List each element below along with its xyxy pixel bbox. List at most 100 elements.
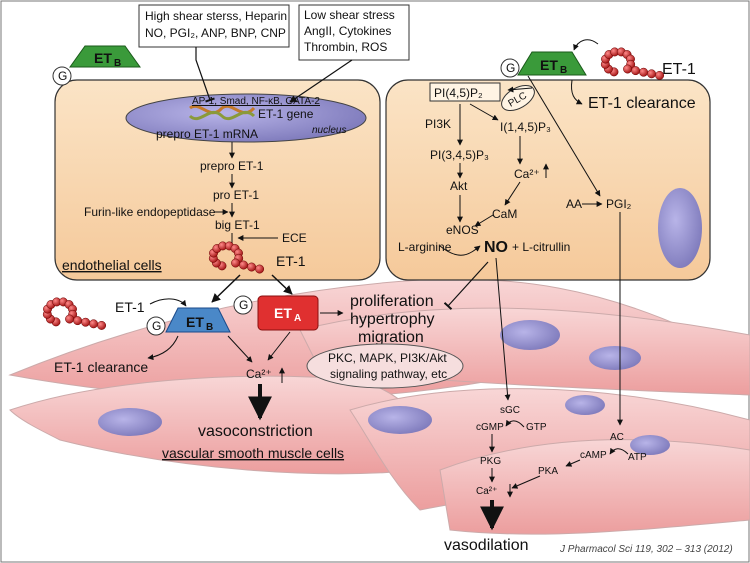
g-protein-label: G [152,319,161,333]
hypertrophy-label: hypertrophy [350,311,435,328]
pip3-label: PI(3,4,5)P₃ [430,148,489,162]
endothelial-cell-left: AP-1, Smad, NF-κB, GATA-2 ET-1 gene nucl… [54,79,381,281]
vasoconstriction-label: vasoconstriction [198,423,313,440]
high-shear-box: High shear sterss, Heparin NO, PGI₂, ANP… [138,4,290,48]
vasodilation-label: vasodilation [444,537,529,554]
pro-label: pro ET-1 [213,188,259,202]
pgi-label: PGI₂ [606,197,632,211]
pkg-label: PKG [480,456,501,467]
muscle-nucleus [98,408,162,436]
high-shear-line-2: NO, PGI₂, ANP, BNP, CNP [145,26,286,40]
et1-peptide-chains [42,47,665,330]
et1-bead [73,316,83,326]
ip3-label: I(1,4,5)P₃ [500,120,551,134]
g-protein-label: G [239,298,248,312]
g-protein-label: G [506,61,515,75]
et1-bead [231,258,241,268]
etb-sub: B [206,322,213,333]
et1-bead [647,69,657,79]
smooth-muscle-cells [8,278,750,535]
etb-label: ET [94,50,112,66]
etb-receptor-right-top: ET B G ET-1 [500,39,696,78]
etb-receptor-muscle: ET B G [146,307,231,336]
low-shear-line-3: Thrombin, ROS [304,40,387,54]
et1-bead [97,320,107,330]
eta-sub: A [294,313,301,324]
et1-bead [89,319,99,329]
right-clearance-label: ET-1 clearance [588,95,696,112]
pip2-box [429,82,501,102]
endothelial-cell-right: PI(4,5)P₂ PLC PI3K PI(3,4,5)P₃ I(1,4,5)P… [385,75,711,281]
cgmp-label: cGMP [476,422,504,433]
endothelial-nucleus [125,93,367,143]
pathway-oval [306,343,464,389]
eta-receptor-muscle: ET A G [233,295,319,331]
big-et1-label: big ET-1 [215,218,260,232]
cam-label: CaM [492,207,517,221]
etb-label: ET [540,57,558,73]
endothelial-nucleus [658,188,702,268]
muscle-ca2-label: Ca²⁺ [476,486,497,497]
dna-icon [188,104,256,121]
sgc-label: sGC [500,405,520,416]
etb-receptor-left-top: ET B G [52,45,141,86]
eta-label: ET [274,305,292,321]
muscle-nucleus [630,435,670,455]
aa-label: AA [566,197,582,211]
muscle-ca-label: Ca²⁺ [246,367,272,381]
nucleus-label: nucleus [312,125,346,136]
pathway-line-2: signaling pathway, etc [330,367,447,381]
no-label: NO [484,239,508,256]
top-et1-label: ET-1 [662,61,696,78]
lcitrulline-label: + L-citrullin [512,240,570,254]
larginine-label: L-arginine [398,240,452,254]
mrna-label: prepro ET-1 mRNA [156,127,258,141]
low-shear-line-1: Low shear stress [304,8,395,22]
ac-label: AC [610,432,624,443]
akt-label: Akt [450,179,468,193]
muscle-et1-label: ET-1 [115,299,145,315]
right-ca-label: Ca²⁺ [514,167,540,181]
pka-label: PKA [538,466,558,477]
et1-gene-label: ET-1 gene [258,107,314,121]
gtp-label: GTP [526,422,547,433]
muscle-label: vascular smooth muscle cells [162,445,344,461]
et1-bead [247,262,257,272]
muscle-clearance-label: ET-1 clearance [54,359,148,375]
et1-bead [631,66,641,76]
etb-sub: B [560,65,567,76]
low-shear-line-2: AngII, Cytokines [304,24,391,38]
pi3k-label: PI3K [425,117,451,131]
proliferation-label: proliferation [350,293,434,310]
endothelial-label: endothelial cells [62,257,162,273]
et1-bead [623,64,633,74]
muscle-nucleus [565,395,605,415]
furin-label: Furin-like endopeptidase [84,205,216,219]
et1-bead [655,70,665,80]
nucleus-factors: AP-1, Smad, NF-κB, GATA-2 [192,96,320,107]
camp-label: cAMP [580,450,607,461]
ece-label: ECE [282,231,307,245]
etb-label: ET [186,314,204,330]
citation: J Pharmacol Sci 119, 302 – 313 (2012) [559,544,733,555]
et1-bead [81,317,91,327]
et1-bead [255,264,265,274]
et1-bead [65,314,75,324]
atp-label: ATP [628,452,647,463]
etb-sub: B [114,58,121,69]
g-protein-label: G [58,69,67,83]
et1-bead [239,260,249,270]
left-et1-label: ET-1 [276,253,306,269]
et1-bead [639,67,649,77]
muscle-nucleus [500,320,560,350]
migration-label: migration [358,329,424,346]
muscle-nucleus [589,346,641,370]
pip2-label: PI(4,5)P₂ [434,86,483,100]
prepro-label: prepro ET-1 [200,159,264,173]
high-shear-line-1: High shear sterss, Heparin [145,9,287,23]
low-shear-box: Low shear stress AngII, Cytokines Thromb… [298,4,410,61]
muscle-nucleus [368,406,432,434]
pathway-line-1: PKC, MAPK, PI3K/Akt [328,351,447,365]
